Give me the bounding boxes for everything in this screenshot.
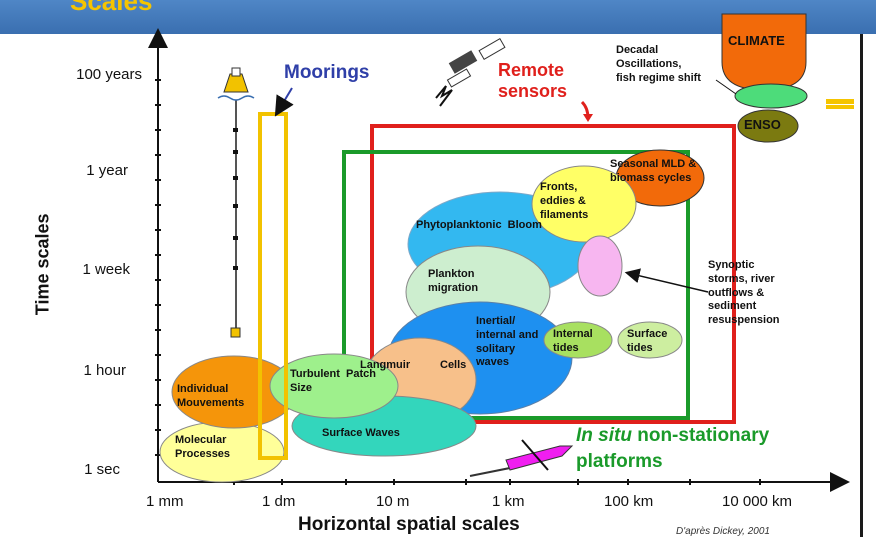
internal-tides-ellipse: [543, 321, 613, 359]
decadal-label: Decadal Oscillations, fish regime shift: [616, 44, 701, 84]
x-axis-label: Horizontal spatial scales: [298, 514, 520, 535]
turbulent-ellipse: [269, 353, 399, 419]
enso-label: ENSO: [744, 117, 781, 132]
credit-text: D'après Dickey, 2001: [676, 526, 770, 537]
individual-label: Individual Mouvements: [177, 383, 245, 409]
right-divider: [860, 34, 863, 537]
x-tick-1-km: 1 km: [492, 493, 525, 510]
y-tick-100-years: 100 years: [76, 66, 142, 83]
synoptic-label: Synoptic storms, river outflows & sedime…: [708, 259, 780, 326]
decadal-ellipse: [734, 83, 808, 109]
surface-tides-ellipse: [617, 321, 683, 359]
climate-label: CLIMATE: [728, 33, 785, 48]
insitu-rest: non-stationary: [631, 425, 770, 446]
seasonal-label: Seasonal MLD & biomass cycles: [610, 158, 697, 184]
buoy-icon: [217, 67, 255, 338]
climate-shape: [721, 13, 807, 91]
side-marker-line: [826, 104, 854, 105]
remote-sensors-label: Remote sensors: [498, 60, 568, 101]
phyto-label: Phytoplanktonic Bloom: [416, 219, 542, 231]
x-tick-100-km: 100 km: [604, 493, 654, 510]
glider-icon: [469, 439, 574, 477]
cells-label: Cells: [440, 359, 467, 371]
insitu-box: [342, 150, 690, 420]
synoptic-pointer: [624, 268, 709, 293]
y-axis-label: Time scales: [32, 213, 53, 316]
surface-tides-label: Surface tides: [627, 328, 668, 354]
x-tick-10000-km: 10 000 km: [722, 493, 793, 510]
fronts-label: Fronts, eddies & filaments: [540, 181, 589, 221]
x-tick-1-dm: 1 dm: [262, 493, 296, 510]
insitu-italic: In situ: [576, 425, 632, 446]
moorings-box: [258, 112, 288, 460]
x-tick-10-m: 10 m: [376, 493, 410, 510]
moorings-pointer: [274, 87, 294, 117]
moorings-label: Moorings: [284, 62, 370, 83]
x-axis-ticks: [233, 479, 761, 485]
molecular-label: Molecular Processes: [175, 434, 231, 460]
turbulent-label: Turbulent Patch Size: [290, 368, 376, 394]
plankton-migration-label: Plankton migration: [428, 268, 479, 294]
y-tick-1-hour: 1 hour: [83, 362, 126, 379]
inertial-label: Inertial/ internal and solitary waves: [476, 315, 539, 369]
x-tick-1-mm: 1 mm: [146, 493, 184, 510]
y-tick-1-year: 1 year: [86, 162, 128, 179]
fronts-ellipse: [531, 165, 637, 243]
remote-sensors-box: [370, 124, 736, 424]
y-axis-ticks: [155, 79, 161, 456]
internal-tides-label: Internal tides: [553, 328, 593, 354]
y-tick-1-week: 1 week: [82, 261, 130, 278]
decadal-pointer: [715, 79, 737, 95]
synoptic-ellipse: [577, 235, 623, 297]
satellite-icon: [435, 37, 506, 107]
y-tick-1-sec: 1 sec: [84, 461, 120, 478]
insitu-label-line2: platforms: [576, 451, 663, 472]
insitu-label-line1: In situ non-stationary: [576, 425, 769, 447]
page-title: Scales: [70, 0, 153, 16]
surface-waves-label: Surface Waves: [322, 427, 400, 439]
enso-ellipse: [737, 109, 799, 143]
langmuir-label: Langmuir: [360, 359, 411, 371]
